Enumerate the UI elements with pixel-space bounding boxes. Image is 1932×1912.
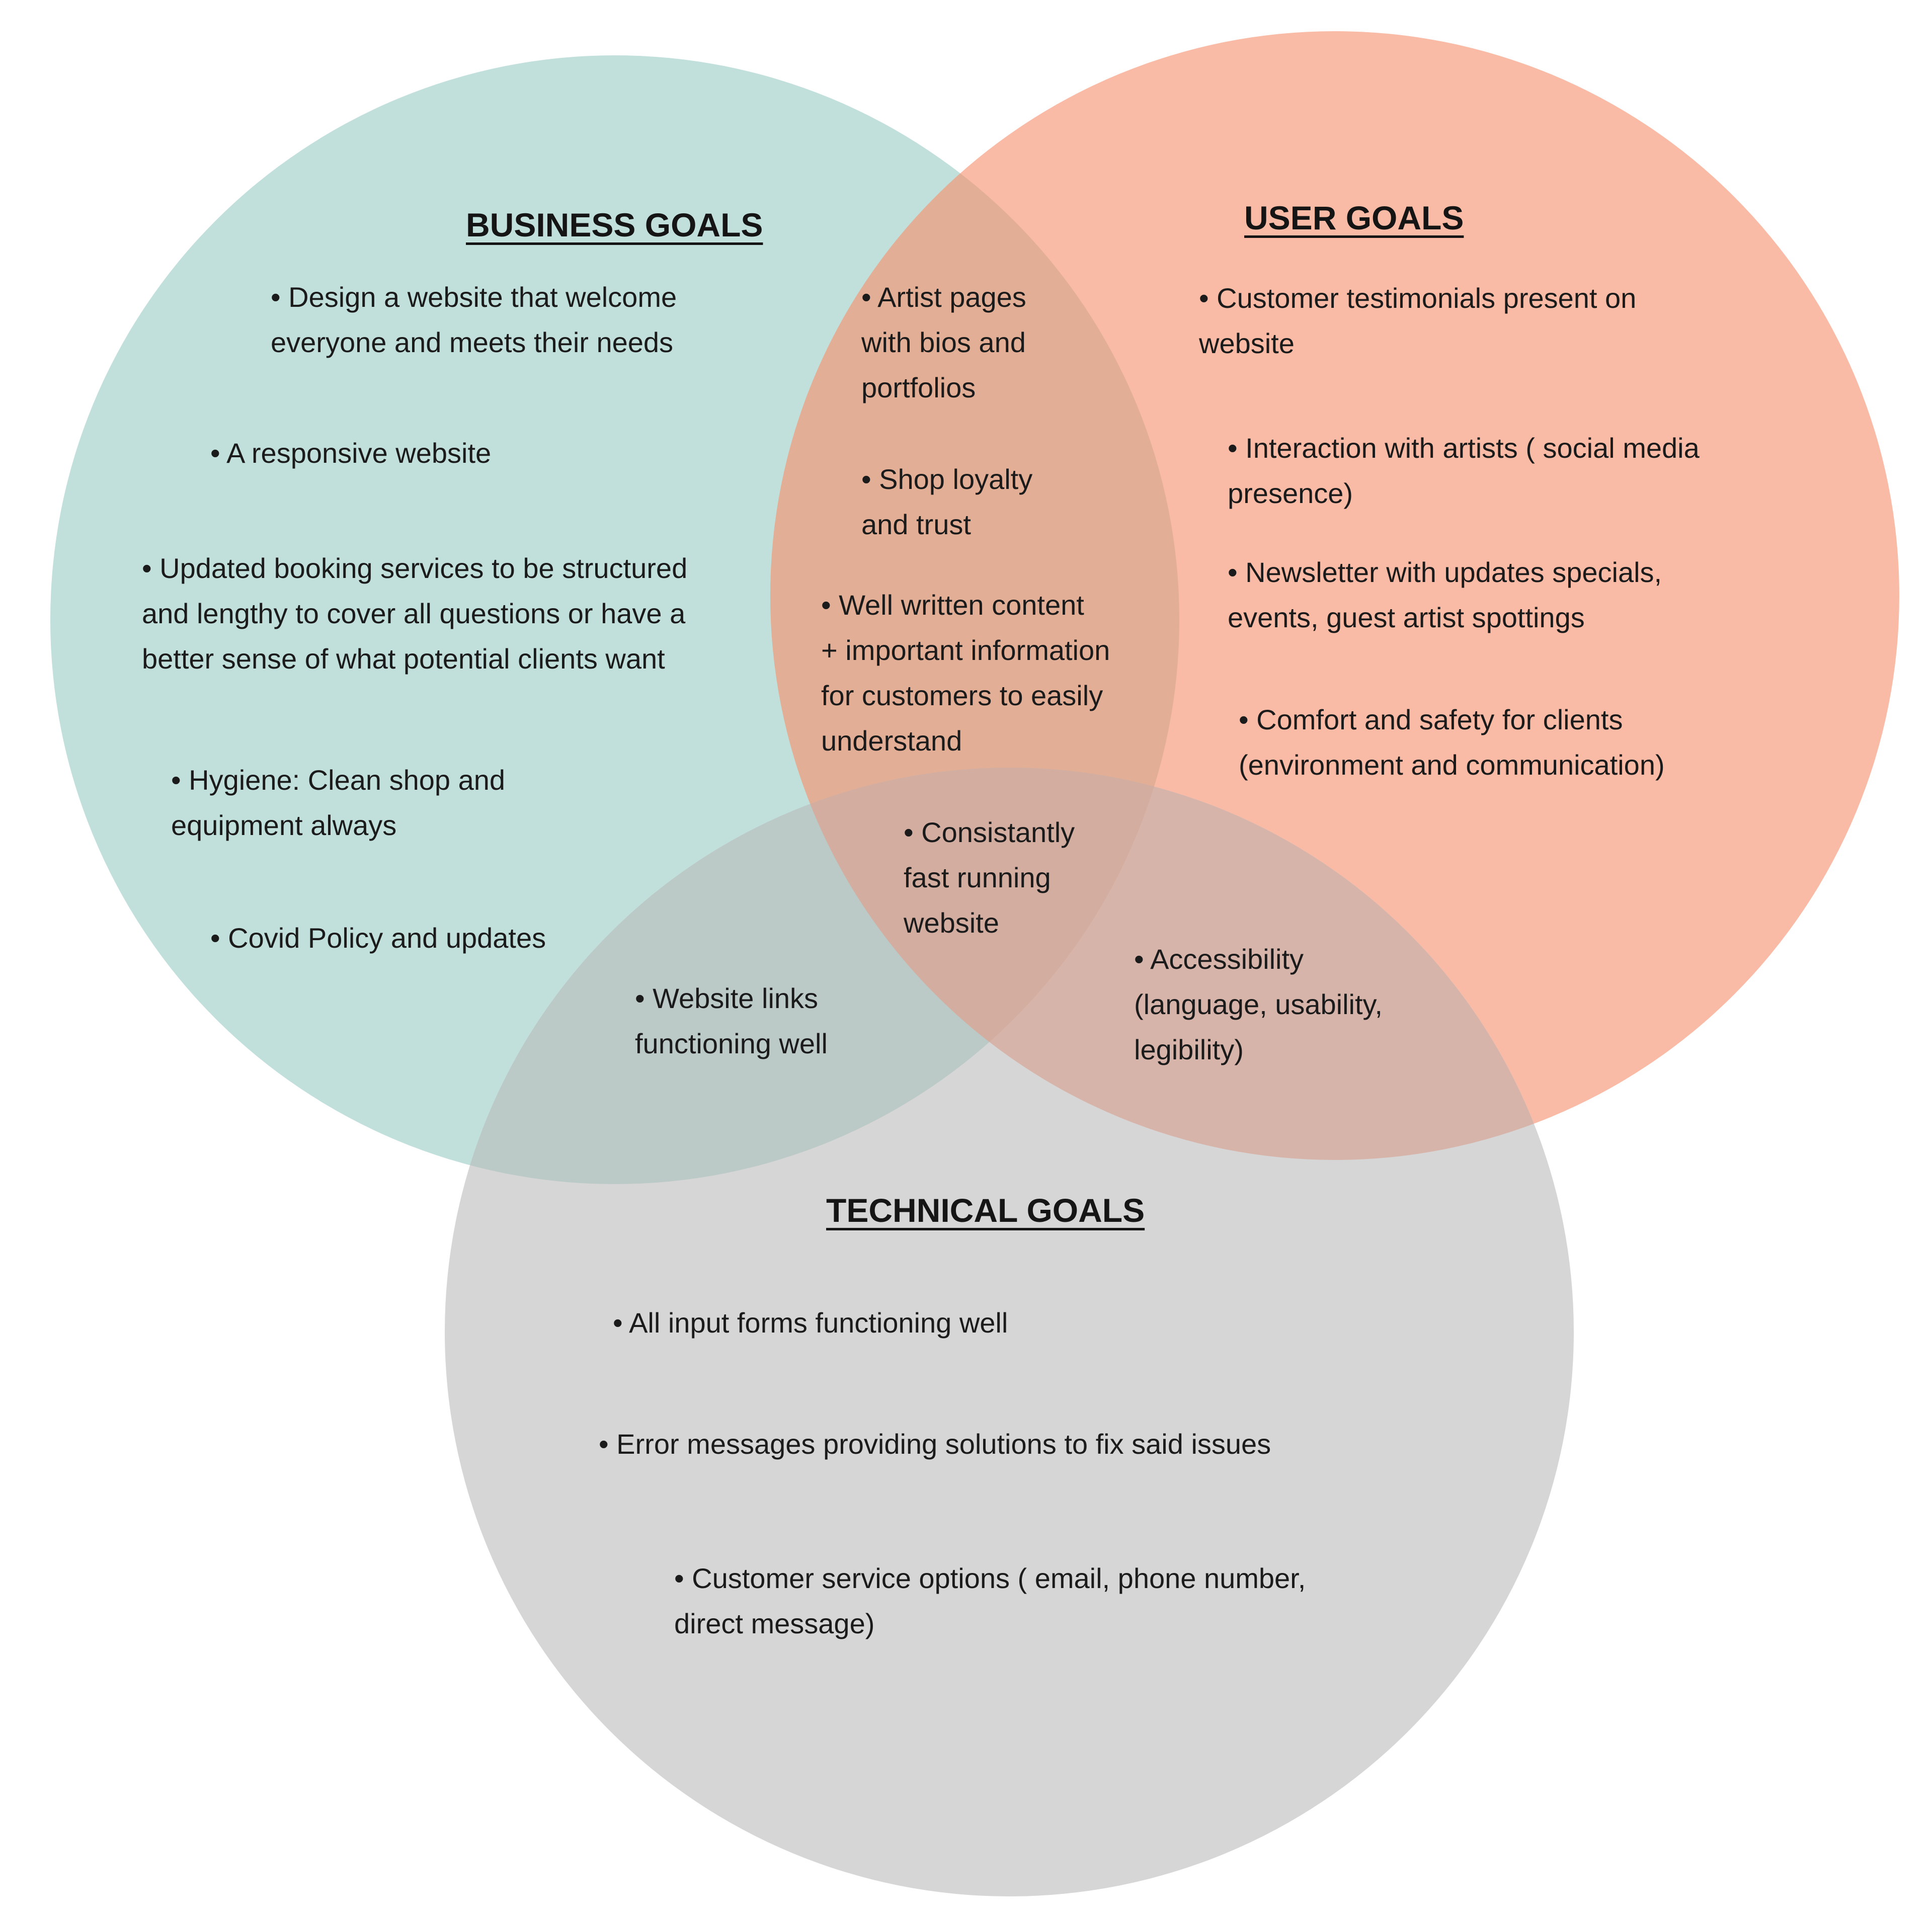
business-technical-goal-item: • Website links functioning well xyxy=(635,982,828,1059)
business-user-goal-item: • Shop loyalty and trust xyxy=(861,463,1033,540)
business-goal-item: • Design a website that welcome everyone… xyxy=(271,281,677,358)
user-goal-item: • Customer testimonials present on websi… xyxy=(1199,282,1637,359)
business-goal-item: • A responsive website xyxy=(210,437,492,469)
business-goal-item: • Updated booking services to be structu… xyxy=(142,552,688,675)
business-user-goal-item: • Artist pages with bios and portfolios xyxy=(861,281,1026,403)
user-technical-overlap xyxy=(770,768,1574,1160)
technical-goal-item: • Error messages providing solutions to … xyxy=(599,1428,1271,1460)
business-technical-overlap xyxy=(445,768,1179,1184)
business-goals-title: BUSINESS GOALS xyxy=(466,206,763,243)
user-technical-goal-item: • Accessibility (language, usability, le… xyxy=(1134,943,1383,1065)
business-user-goal-item: • Well written content + important infor… xyxy=(821,589,1110,757)
business-goal-item: • Covid Policy and updates xyxy=(210,922,546,954)
user-goal-item: • Newsletter with updates specials, even… xyxy=(1228,556,1662,633)
technical-goal-item: • All input forms functioning well xyxy=(613,1307,1008,1339)
technical-goal-item: • Customer service options ( email, phon… xyxy=(674,1562,1306,1639)
user-goal-item: • Comfort and safety for clients (enviro… xyxy=(1239,704,1665,781)
center-goal-item: • Consistantly fast running website xyxy=(904,816,1075,939)
business-goal-item: • Hygiene: Clean shop and equipment alwa… xyxy=(171,764,506,841)
user-goals-title: USER GOALS xyxy=(1244,199,1464,236)
user-goal-item: • Interaction with artists ( social medi… xyxy=(1228,432,1700,509)
technical-goals-title: TECHNICAL GOALS xyxy=(826,1192,1145,1229)
